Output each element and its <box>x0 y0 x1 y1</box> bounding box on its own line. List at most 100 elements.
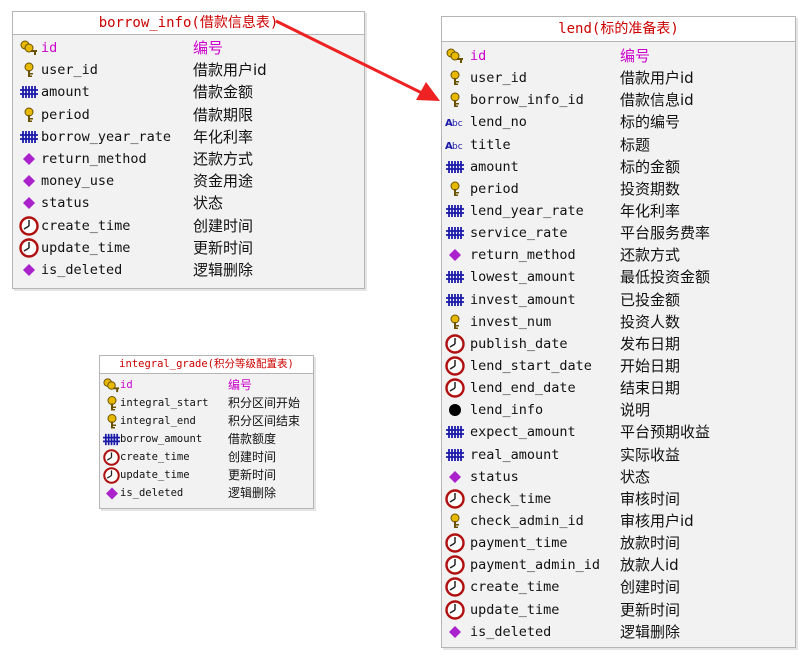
relation-arrow-head <box>416 82 440 101</box>
column-row[interactable]: payment_time 放款时间 <box>442 532 795 554</box>
svg-text:A: A <box>445 118 453 128</box>
numeric-icon <box>445 201 465 221</box>
column-comment: 创建时间 <box>193 216 254 235</box>
column-name: id <box>120 379 133 391</box>
column-name: payment_time <box>470 535 568 552</box>
column-name: expect_amount <box>470 424 576 441</box>
column-comment: 创建时间 <box>228 450 277 464</box>
table-title: lend(标的准备表) <box>442 17 795 42</box>
column-comment: 说明 <box>620 401 651 420</box>
svg-text:bc: bc <box>452 119 463 128</box>
numeric-icon <box>445 290 465 310</box>
clock-icon <box>445 356 465 376</box>
numeric-icon <box>103 431 120 448</box>
column-comment: 借款用户id <box>620 69 694 88</box>
numeric-icon <box>445 422 465 442</box>
fk-key-icon <box>19 105 39 125</box>
column-comment: 借款期限 <box>193 105 254 124</box>
numeric-icon <box>19 82 39 102</box>
column-comment: 实际收益 <box>620 445 681 464</box>
column-comment: 放款时间 <box>620 534 681 553</box>
column-comment: 放款人id <box>620 556 679 575</box>
column-name: period <box>41 106 90 123</box>
column-name: create_time <box>41 217 131 234</box>
column-name: lend_end_date <box>470 380 576 397</box>
clock-icon <box>103 448 120 466</box>
column-comment: 积分区间开始 <box>228 396 301 410</box>
column-comment: 编号 <box>620 47 651 65</box>
column-name: lend_start_date <box>470 357 592 374</box>
column-comment: 创建时间 <box>620 578 681 597</box>
clock-icon <box>19 215 39 236</box>
column-name: integral_end <box>120 415 196 427</box>
column-name: create_time <box>470 579 560 596</box>
column-comment: 投资期数 <box>620 179 681 198</box>
clock-icon <box>19 238 39 258</box>
column-name: id <box>41 40 58 56</box>
column-comment: 借款用户id <box>193 61 267 80</box>
clock-icon <box>103 466 120 484</box>
column-name: return_method <box>41 150 147 167</box>
column-row[interactable]: create_time 创建时间 <box>13 215 364 237</box>
column-row[interactable]: period 借款期限 <box>13 104 364 126</box>
column-comment: 还款方式 <box>620 246 681 265</box>
column-row[interactable]: create_time 创建时间 <box>442 576 795 598</box>
table-title: borrow_info(借款信息表) <box>13 12 364 35</box>
diamond-icon <box>19 149 39 169</box>
column-comment: 状态 <box>620 467 651 486</box>
fk-key-icon <box>103 413 120 430</box>
clock-icon <box>445 599 465 620</box>
column-comment: 平台服务费率 <box>620 224 711 243</box>
diamond-icon <box>445 245 465 265</box>
column-comment: 借款信息id <box>620 91 694 110</box>
diamond-icon <box>445 467 465 487</box>
column-name: check_time <box>470 490 552 507</box>
